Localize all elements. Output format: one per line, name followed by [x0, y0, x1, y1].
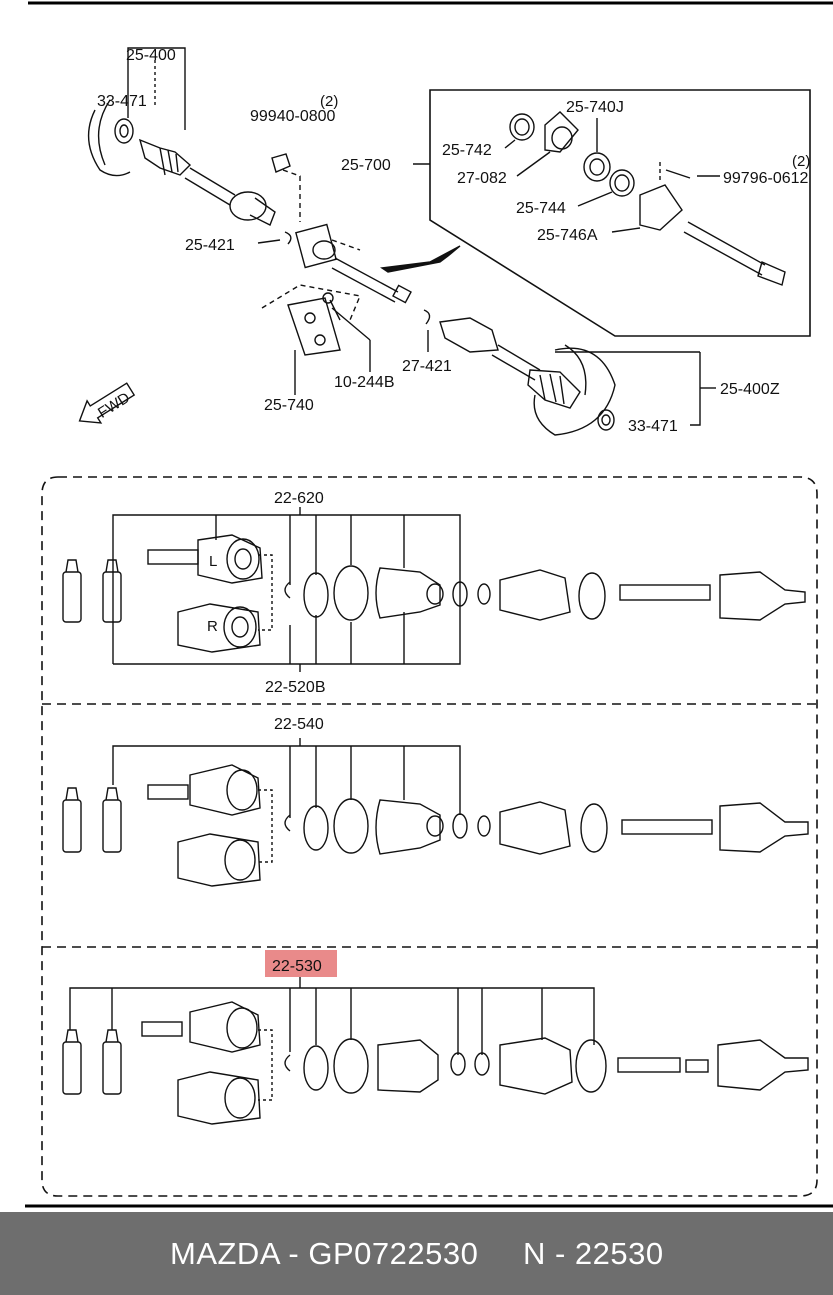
footer-ref-number: N - 22530	[523, 1236, 664, 1271]
label-bolt-qty: (2)	[320, 93, 338, 110]
label-27-421: 27-421	[402, 358, 452, 375]
label-33-471-left: 33-471	[97, 93, 147, 110]
label-10-244b: 10-244B	[334, 374, 395, 391]
label-bolt-right-qty: (2)	[792, 153, 810, 170]
panel-1-parts	[62, 507, 806, 672]
label-25-742: 25-742	[442, 142, 492, 159]
label-33-471-right: 33-471	[628, 418, 678, 435]
joint-r-label: R	[207, 618, 218, 635]
label-25-740j: 25-740J	[566, 99, 624, 116]
label-22-540: 22-540	[274, 716, 324, 733]
label-99940-0800: 99940-0800	[250, 108, 336, 125]
label-22-620: 22-620	[274, 490, 324, 507]
label-25-740: 25-740	[264, 397, 314, 414]
label-25-400: 25-400	[126, 47, 176, 64]
label-22-520b: 22-520B	[265, 679, 326, 696]
highlight-box	[265, 950, 337, 977]
label-25-746a: 25-746A	[537, 227, 598, 244]
label-99796-0612: 99796-0612	[723, 170, 809, 187]
panel-2-parts	[62, 738, 809, 887]
parts-diagram: 25-400 33-471 (2) 99940-0800 25-700 25-7…	[25, 1, 833, 1208]
top-exploded-view	[78, 47, 811, 436]
label-27-082: 27-082	[457, 170, 507, 187]
footer-bar: MAZDA - GP0722530 N - 22530	[0, 1212, 833, 1295]
fwd-arrow-icon	[78, 382, 136, 424]
panel-3-parts	[62, 977, 809, 1125]
label-25-744: 25-744	[516, 200, 566, 217]
label-25-400z: 25-400Z	[720, 381, 780, 398]
panels-frame	[41, 476, 818, 1197]
label-25-421: 25-421	[185, 237, 235, 254]
footer-part-number: MAZDA - GP0722530	[170, 1236, 479, 1271]
label-22-530: 22-530	[272, 958, 322, 975]
label-25-700: 25-700	[341, 157, 391, 174]
joint-l-label: L	[209, 553, 217, 570]
